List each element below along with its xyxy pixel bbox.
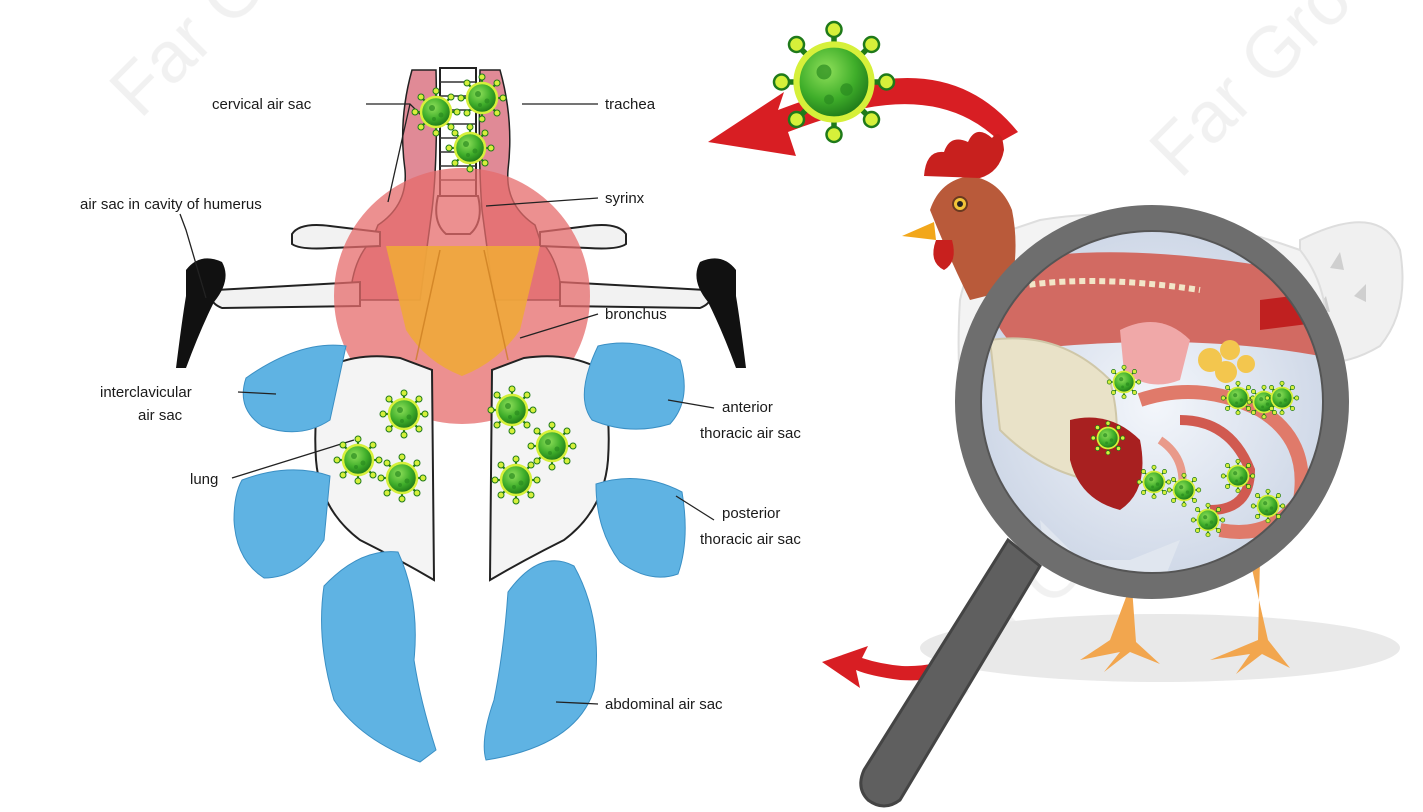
label-interclavicular-1: interclavicular — [100, 384, 192, 401]
virus-icon — [1166, 472, 1202, 508]
label-anterior-2: thoracic air sac — [700, 425, 801, 442]
watermark-text: Far Group — [1135, 0, 1423, 191]
anterior-thoracic-air-sac-shape — [242, 342, 685, 433]
virus-icon — [1220, 380, 1256, 416]
label-lung: lung — [190, 471, 218, 488]
curved-arrow-icon — [708, 78, 1018, 156]
virus-icon — [444, 122, 496, 174]
virus-icon — [1220, 458, 1256, 494]
label-posterior-2: thoracic air sac — [700, 531, 801, 548]
abdominal-air-sac-shape — [321, 551, 597, 763]
virus-icon — [376, 452, 428, 504]
label-interclavicular-2: air sac — [138, 407, 183, 424]
label-air-sac-humerus: air sac in cavity of humerus — [80, 196, 262, 213]
virus-icon — [378, 388, 430, 440]
virus-icon — [526, 420, 578, 472]
virus-icon — [1190, 502, 1226, 538]
label-bronchus: bronchus — [605, 306, 667, 323]
virus-icon — [332, 434, 384, 486]
label-anterior-1: anterior — [722, 399, 773, 416]
incoming-virus — [774, 22, 894, 142]
virus-icon — [1136, 464, 1172, 500]
label-trachea: trachea — [605, 96, 656, 113]
bronchus-shape — [386, 246, 540, 376]
virus-icon — [456, 72, 508, 124]
leader-lines — [179, 103, 715, 705]
label-cervical-air-sac: cervical air sac — [212, 96, 312, 113]
label-abdominal-air-sac: abdominal air sac — [605, 696, 723, 713]
virus-icon — [490, 454, 542, 506]
label-syrinx: syrinx — [605, 190, 645, 207]
respiratory-anatomy: cervical air sac trachea syrinx air sac … — [80, 67, 801, 763]
virus-icon — [410, 86, 462, 138]
magnifier-icon — [859, 205, 1349, 808]
anatomy-labels: cervical air sac trachea syrinx air sac … — [80, 96, 801, 713]
virus-icon — [774, 22, 894, 142]
virus-icon — [1264, 380, 1300, 416]
label-posterior-1: posterior — [722, 505, 780, 522]
posterior-thoracic-air-sac-shape — [233, 469, 686, 579]
virus-icon — [486, 384, 538, 436]
virus-icon — [1090, 420, 1126, 456]
virus-icon — [1250, 488, 1286, 524]
virus-icon — [1106, 364, 1142, 400]
